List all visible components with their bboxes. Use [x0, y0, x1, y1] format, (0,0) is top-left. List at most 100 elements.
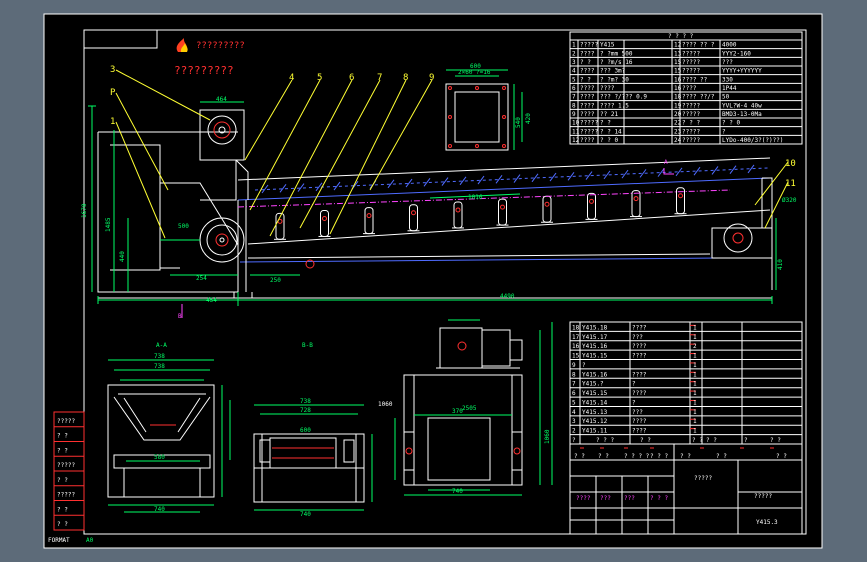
tech-cell: 9	[572, 111, 576, 118]
section-b-label: B-B	[302, 342, 313, 349]
callout-8: 8	[403, 73, 408, 83]
drawing-name2: ?????	[754, 493, 772, 500]
view-arrow-b: B	[178, 313, 182, 320]
sect-b-w3: 740	[300, 511, 311, 518]
tech-cell: ????	[580, 94, 595, 101]
tech-cell: 2	[572, 50, 576, 57]
tech-cell: ?????	[682, 137, 700, 144]
tech-cell: ????	[682, 85, 697, 92]
parts-cell: 1	[693, 409, 697, 416]
drive-h2: 2505	[462, 405, 477, 412]
callout-6: 6	[349, 73, 354, 83]
tech-cell: ?	[722, 128, 726, 135]
main-elevation-view	[88, 101, 777, 318]
format-size: A0	[86, 537, 94, 544]
tail-pulley	[723, 223, 753, 253]
tech-cell: 24	[674, 137, 682, 144]
sect-a-w4: 740	[154, 506, 165, 513]
drive-w2: 740	[452, 488, 463, 495]
stamp-label: ?????	[57, 492, 75, 499]
parts-cell: Y415.15	[582, 390, 608, 397]
parts-header-cell: ? ? ?	[596, 437, 614, 444]
tech-cell: 4	[572, 68, 576, 75]
title-label: ? ?	[574, 453, 585, 460]
tech-cell: ????	[580, 85, 595, 92]
tech-cell: ?????	[682, 50, 700, 57]
dim-head-height: 1670	[81, 203, 88, 218]
flange-width: 600	[470, 63, 481, 70]
tech-cell: 8	[572, 102, 576, 109]
company-logo	[176, 38, 188, 52]
tech-cell: ? ?	[580, 76, 591, 83]
tech-cell: ?????	[682, 128, 700, 135]
flange-detail	[445, 69, 523, 151]
tech-cell: 4000	[722, 42, 737, 49]
tech-cell: BMD3-13-0Ma	[722, 111, 762, 118]
tech-cell: 19	[674, 102, 682, 109]
tech-cell: ???	[722, 59, 733, 66]
title-small-label: ???	[624, 495, 635, 502]
tech-cell: ?????	[682, 59, 700, 66]
tech-cell: 1P44	[722, 85, 737, 92]
parts-cell: Y415.14	[582, 399, 608, 406]
tech-cell: 1	[572, 42, 576, 49]
callout-leaders	[115, 69, 789, 239]
company-subtext: ?????????	[174, 64, 234, 77]
parts-cell: ????	[632, 371, 647, 378]
tech-cell: 15	[674, 68, 682, 75]
callout-10: 10	[785, 159, 796, 169]
callout-4: 4	[289, 73, 294, 83]
section-b-view	[253, 404, 373, 511]
dim-tail-height: 410	[777, 259, 784, 270]
title-small-label: ???	[600, 495, 611, 502]
parts-cell: 1	[693, 418, 697, 425]
tech-cell: ?????	[580, 42, 598, 49]
tech-cell: LYDo-400/3?(?)??)	[722, 137, 783, 144]
stamp-label: ? ?	[57, 521, 68, 528]
format-label: FORMAT	[48, 537, 70, 544]
title-label: ? ?	[680, 453, 691, 460]
tech-cell: 330	[722, 76, 733, 83]
dim-pulley: Ø320	[782, 197, 797, 204]
stamp-label: ? ?	[57, 477, 68, 484]
tech-cell: 16	[674, 76, 682, 83]
tech-cell: ????	[580, 68, 595, 75]
paper-background	[44, 14, 822, 548]
parts-cell: 2	[572, 428, 576, 435]
parts-header-cell: ? ?	[640, 437, 651, 444]
parts-cell: 1	[693, 334, 697, 341]
tech-cell: 50	[722, 94, 730, 101]
dim-drive-top: 254	[196, 275, 207, 282]
parts-cell: ???	[632, 334, 643, 341]
tech-cell: 23	[674, 128, 682, 135]
tech-cell: ? ?	[600, 120, 611, 127]
tech-cell: Y415	[600, 42, 615, 49]
callout-11: 11	[785, 179, 796, 189]
tech-cell: 18	[674, 94, 682, 101]
dim-d2: 250	[270, 277, 281, 284]
parts-cell: Y415.18	[582, 324, 608, 331]
parts-cell: Y415.13	[582, 409, 608, 416]
left-stamp-column: ?????? ?? ??????? ??????? ?? ?	[53, 411, 85, 531]
tech-cell: 7	[572, 94, 576, 101]
tech-cell: ?????	[580, 128, 598, 135]
title-block	[569, 443, 803, 535]
sect-b-w2: 728	[300, 407, 311, 414]
dim-left-height: 1485	[105, 217, 112, 232]
title-small-label: ????	[576, 495, 591, 502]
tech-cell: 22	[674, 120, 682, 127]
parts-cell: ?	[582, 362, 586, 369]
parts-header-cell: ?	[744, 437, 748, 444]
drive-note: 1060	[378, 401, 393, 408]
dim-total-length: 4490	[500, 293, 515, 300]
tech-cell: ???? 1.5	[600, 102, 629, 109]
sect-a-w2: 738	[154, 363, 165, 370]
drive-side-view	[394, 319, 553, 496]
parts-cell: ???	[632, 409, 643, 416]
tech-cell: ?????	[580, 120, 598, 127]
parts-cell: 16	[572, 343, 580, 350]
parts-cell: 6	[572, 390, 576, 397]
stamp-label: ? ?	[57, 447, 68, 454]
parts-cell: ?	[632, 399, 636, 406]
